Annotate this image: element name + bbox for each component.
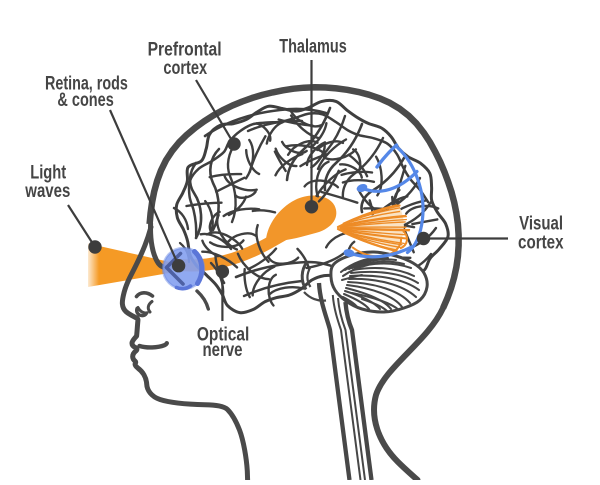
svg-text:Retina, rods: Retina, rods: [45, 72, 128, 94]
svg-text:Prefrontal: Prefrontal: [148, 39, 222, 61]
svg-text:Light: Light: [30, 161, 66, 183]
svg-text:Visual: Visual: [519, 213, 563, 235]
svg-text:nerve: nerve: [203, 339, 243, 361]
svg-text:Thalamus: Thalamus: [279, 36, 347, 58]
svg-text:cortex: cortex: [518, 232, 564, 254]
svg-text:cortex: cortex: [163, 57, 207, 79]
svg-text:& cones: & cones: [57, 89, 114, 111]
svg-text:waves: waves: [25, 180, 71, 202]
svg-text:Optical: Optical: [197, 324, 250, 346]
